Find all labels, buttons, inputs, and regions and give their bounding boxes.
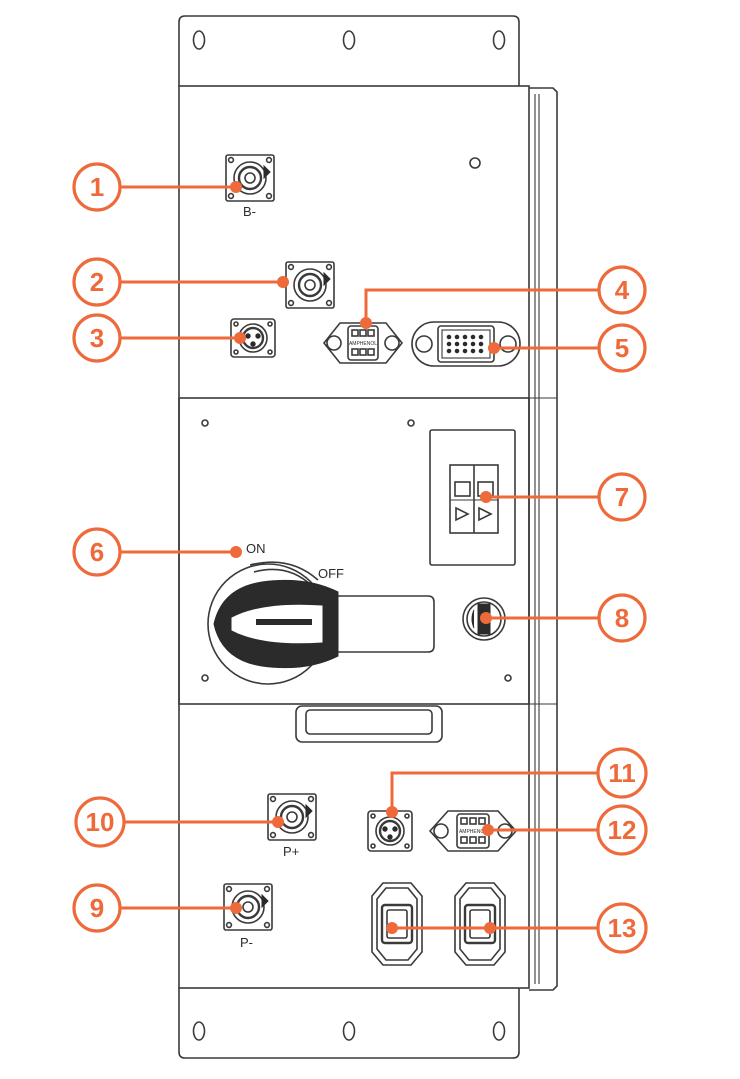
- callout-12: 12: [482, 804, 648, 856]
- callout-number-5: 5: [615, 333, 629, 363]
- terminal-p-minus: P-: [223, 883, 273, 950]
- callout-number-7: 7: [615, 482, 629, 512]
- b-minus-label: B-: [243, 204, 256, 219]
- callout-number-6: 6: [90, 537, 104, 567]
- callout-number-4: 4: [615, 275, 630, 305]
- callout-13: 13: [386, 902, 648, 954]
- panel-body: [178, 85, 558, 991]
- callout-10: 10: [74, 796, 284, 848]
- bottom-mounting-plate: [178, 988, 520, 1059]
- callout-number-8: 8: [615, 603, 629, 633]
- p-plus-label: P+: [283, 844, 299, 859]
- amphenol-label-12: AMPHENOL: [459, 829, 487, 835]
- callout-11: 11: [386, 747, 648, 818]
- on-label: ON: [246, 541, 266, 556]
- terminal-b-minus: B-: [225, 154, 275, 219]
- callout-4: 4: [360, 265, 647, 329]
- terminal-2: [285, 261, 335, 309]
- callout-number-9: 9: [90, 893, 104, 923]
- callout-number-12: 12: [608, 815, 637, 845]
- callout-number-2: 2: [90, 267, 104, 297]
- rotary-switch-6: ON OFF: [207, 541, 435, 685]
- amphenol-connector-12: AMPHENOL: [428, 810, 518, 852]
- callout-2: 2: [72, 257, 289, 307]
- amphenol-label-4: AMPHENOL: [349, 341, 377, 347]
- callout-8: 8: [480, 593, 647, 643]
- amphenol-connector-4: AMPHENOL: [322, 322, 404, 364]
- top-mounting-plate: [178, 15, 520, 86]
- panel-handle: [295, 705, 443, 743]
- callout-9: 9: [72, 883, 242, 933]
- callout-number-11: 11: [608, 758, 636, 788]
- multipin-connector-5: [411, 321, 521, 367]
- callout-3: 3: [72, 313, 246, 363]
- power-connectors-13: [371, 882, 506, 966]
- callout-number-10: 10: [86, 807, 115, 837]
- callout-7: 7: [480, 472, 647, 522]
- callout-1: 1: [72, 162, 242, 212]
- round-connector-3: [230, 318, 276, 358]
- callout-number-1: 1: [90, 172, 104, 202]
- callout-number-13: 13: [608, 913, 637, 943]
- off-label: OFF: [318, 566, 344, 581]
- callout-5: 5: [488, 323, 647, 373]
- p-minus-label: P-: [240, 935, 253, 950]
- callout-number-3: 3: [90, 323, 104, 353]
- callout-6: 6: [72, 527, 242, 577]
